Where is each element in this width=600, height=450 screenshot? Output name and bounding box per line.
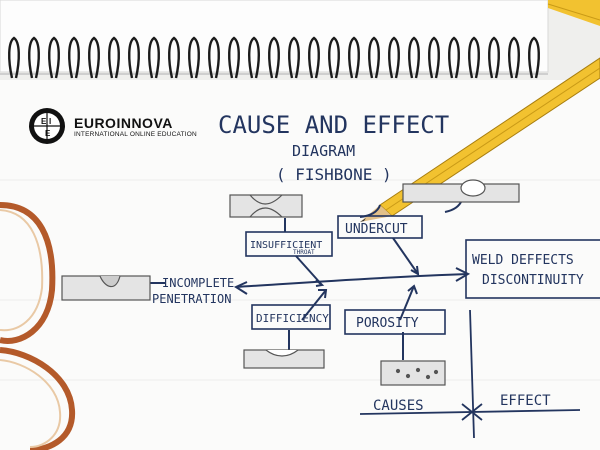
sketch-undercut [402, 183, 520, 203]
label-throat: THROAT [293, 249, 315, 256]
spiral-ring [528, 36, 540, 79]
spiral-ring [348, 36, 360, 79]
label-porosity: POROSITY [356, 316, 419, 331]
spiral-rings [8, 36, 540, 79]
spiral-ring [508, 36, 520, 79]
weld-sketches [61, 179, 520, 386]
label-insufficient: INSUFFICIENT [250, 240, 322, 251]
spiral-ring [48, 36, 60, 79]
logo-letter-i: I [49, 117, 51, 126]
logo-letter-e1: E [41, 117, 47, 126]
spiral-ring [228, 36, 240, 79]
spiral-ring [148, 36, 160, 79]
label-boxes [245, 215, 600, 335]
bone-undercut [392, 237, 419, 275]
spiral-ring [28, 36, 40, 79]
spiral-ring [8, 36, 20, 79]
spiral-ring [88, 36, 100, 79]
spiral-ring [408, 36, 420, 79]
spiral-ring [208, 36, 220, 79]
spiral-ring [288, 36, 300, 79]
spiral-ring [488, 36, 500, 79]
spiral-ring [168, 36, 180, 79]
spiral-ring [108, 36, 120, 79]
label-incomplete: INCOMPLETE [162, 276, 234, 290]
spiral-ring [248, 36, 260, 79]
spine-arrowhead [455, 267, 471, 282]
spiral-ring [368, 36, 380, 79]
legend-effect: EFFECT [500, 393, 551, 409]
box-porosity [344, 309, 446, 335]
spiral-ring [268, 36, 280, 79]
diagram-subtitle-fishbone: ( FISHBONE ) [276, 165, 392, 184]
box-deficiency [251, 304, 331, 330]
sketch-insufficient-throat [229, 194, 303, 218]
spiral-ring [68, 36, 80, 79]
label-effect-line1: WELD DEFFECTS [472, 253, 574, 268]
euroinnova-logo: E I E [29, 108, 65, 144]
box-insufficient [245, 231, 333, 257]
box-undercut [337, 215, 423, 239]
label-effect-line2: DISCONTINUITY [482, 273, 584, 288]
label-undercut: UNDERCUT [345, 222, 408, 237]
top-pencil [547, 0, 600, 26]
eyeglasses [0, 202, 76, 450]
legend-causes: CAUSES [373, 398, 424, 414]
spiral-ring [308, 36, 320, 79]
spiral-ring [448, 36, 460, 79]
diagram-subtitle: DIAGRAM [292, 142, 355, 160]
brand-tagline: INTERNATIONAL ONLINE EDUCATION [74, 131, 197, 138]
label-penetration: PENETRATION [152, 292, 231, 306]
spiral-notebook [0, 0, 549, 79]
tail-arrow [233, 281, 248, 295]
box-effect [465, 239, 600, 299]
spiral-ring [468, 36, 480, 79]
spiral-ring [328, 36, 340, 79]
spiral-ring [188, 36, 200, 79]
spiral-ring [428, 36, 440, 79]
logo-letter-e2: E [45, 129, 51, 138]
legend-cross [359, 309, 581, 439]
spine-line [235, 273, 469, 288]
label-deficiency: DIFFICIENCY [256, 312, 329, 325]
diagram-title: CAUSE AND EFFECT [218, 111, 449, 139]
brand-name: EUROINNOVA [74, 115, 173, 131]
bone-porosity [399, 285, 415, 321]
spiral-ring [388, 36, 400, 79]
spiral-ring [128, 36, 140, 79]
